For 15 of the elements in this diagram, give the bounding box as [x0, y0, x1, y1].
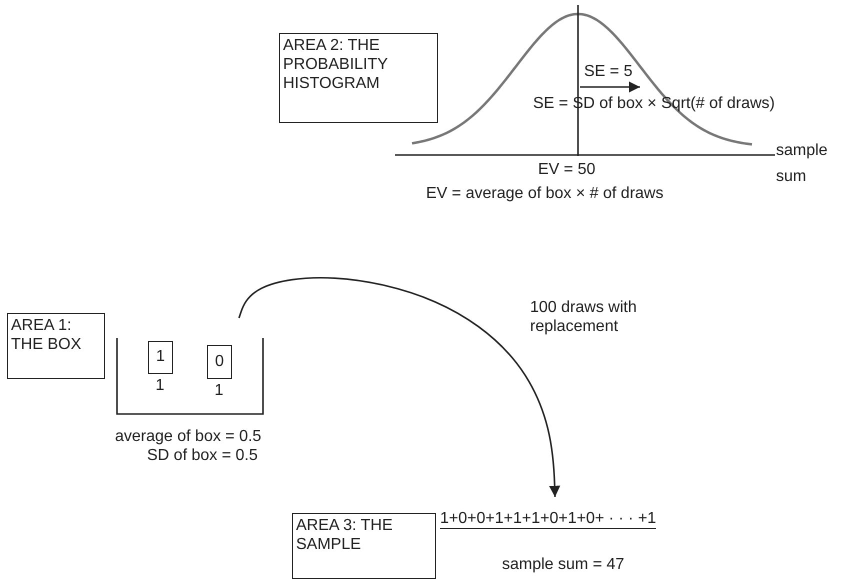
sample-sum: sample sum = 47: [502, 555, 624, 574]
box-average: average of box = 0.5: [115, 427, 262, 446]
ticket: 0: [207, 345, 232, 379]
area-title-box: AREA 3: THE SAMPLE: [292, 513, 436, 579]
box-sd: SD of box = 0.5: [147, 446, 258, 465]
ticket-count: 1: [156, 376, 164, 395]
se-value: SE = 5: [584, 62, 632, 81]
area-title-box: AREA 1: THE BOX: [7, 313, 105, 379]
curved-arrow: [238, 276, 560, 498]
ev-value: EV = 50: [538, 160, 596, 179]
area-title-box: AREA 2: THE PROBABILITY HISTOGRAM: [279, 33, 438, 123]
sample-expression: 1+0+0+1+1+1+0+1+0+ · · · +1: [440, 510, 656, 529]
ticket-count: 1: [214, 381, 224, 400]
ev-formula: EV = average of box × # of draws: [426, 184, 664, 203]
ticket: 1: [148, 341, 173, 374]
